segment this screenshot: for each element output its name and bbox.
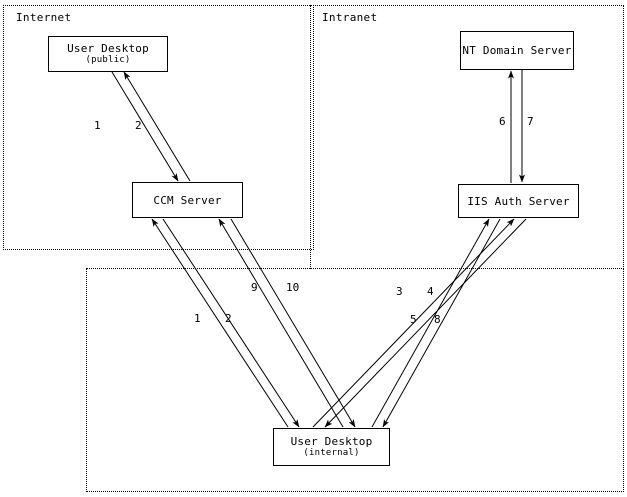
step-label-4: 4 — [427, 285, 434, 298]
step-label-3: 3 — [396, 285, 403, 298]
step-label-6: 6 — [499, 115, 506, 128]
node-user-desktop-internal-title: User Desktop — [290, 435, 373, 448]
step-label-2-internal: 2 — [225, 312, 232, 325]
step-label-5: 5 — [410, 313, 417, 326]
node-user-desktop-public-title: User Desktop — [67, 42, 149, 55]
step-label-1-public: 1 — [94, 119, 101, 132]
step-label-1-internal: 1 — [194, 312, 201, 325]
zone-internet-label: Internet — [16, 11, 72, 24]
node-nt-domain-server-title: NT Domain Server — [462, 44, 572, 57]
step-label-8: 8 — [434, 313, 441, 326]
node-user-desktop-internal-subtitle: (internal) — [303, 448, 360, 458]
node-ccm-server-title: CCM Server — [153, 193, 222, 207]
node-iis-auth-server[interactable]: IIS Auth Server — [458, 184, 579, 218]
node-user-desktop-public-subtitle: (public) — [85, 55, 131, 65]
node-nt-domain-server[interactable]: NT Domain Server — [460, 31, 574, 70]
step-label-9: 9 — [251, 281, 258, 294]
step-label-7: 7 — [527, 115, 534, 128]
step-label-2-public: 2 — [135, 119, 142, 132]
node-user-desktop-public[interactable]: User Desktop (public) — [48, 36, 168, 72]
node-ccm-server[interactable]: CCM Server — [132, 182, 243, 218]
node-iis-auth-server-title: IIS Auth Server — [467, 194, 570, 208]
node-user-desktop-internal[interactable]: User Desktop (internal) — [273, 428, 390, 466]
zone-intranet-label: Intranet — [322, 11, 378, 24]
step-label-10: 10 — [286, 281, 300, 294]
